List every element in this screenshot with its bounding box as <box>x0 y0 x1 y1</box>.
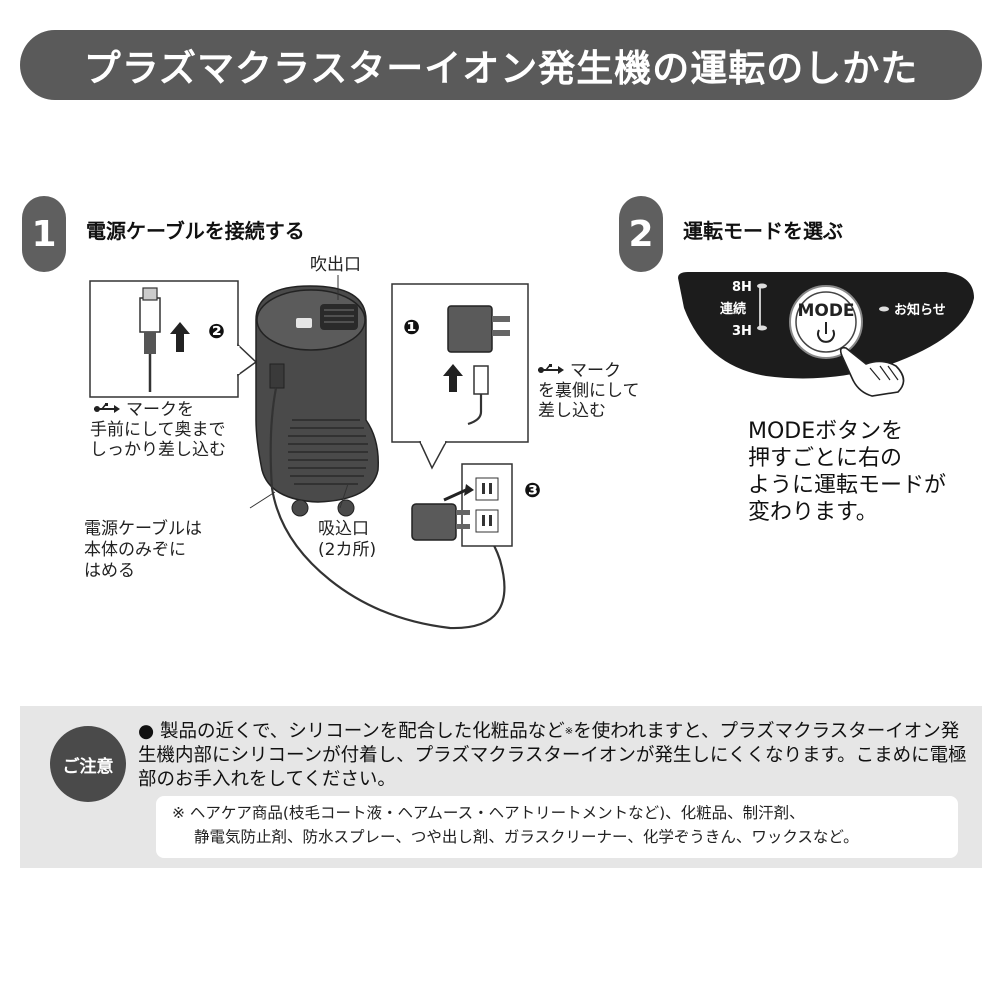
usb-insert-inset <box>89 280 258 398</box>
step-2-number: 2 <box>619 196 663 272</box>
marker-2: ❷ <box>208 319 225 343</box>
caution-text: ●製品の近くで、シリコーンを配合した化粧品など※を使われますと、プラズマクラスタ… <box>138 720 968 792</box>
caution-text-part-1: 製品の近くで、シリコーンを配合した化粧品など <box>160 721 565 742</box>
inset-left-line-3: しっかり差し込む <box>90 440 226 460</box>
step-2-title: 運転モードを選ぶ <box>683 219 843 243</box>
inlet-line-1: 吸込口 <box>318 519 369 539</box>
mode-control-panel: 8H 連続 3H MODE お知らせ <box>678 272 974 397</box>
usb-icon <box>94 403 120 413</box>
notice-label: お知らせ <box>894 302 946 318</box>
bullet-icon: ● <box>138 721 155 742</box>
mode-button[interactable]: MODE <box>789 285 863 359</box>
step-1-number: 1 <box>22 196 66 272</box>
footnote-line-1: ※ ヘアケア商品(枝毛コート液・ヘアムース・ヘアトリートメントなど)、化粧品、制… <box>172 804 805 822</box>
caution-text-part-2: を使われますと、プラズマクラスターイオン発生機内部にシリコーンが付着し、プラズマ… <box>138 721 967 790</box>
footnote-mark: ※ <box>564 726 574 737</box>
footnote-line-2: 静電気防止剤、防水スプレー、つや出し剤、ガラスクリーナー、化学ぞうきん、ワックス… <box>194 828 859 846</box>
inset-right-line-2: を裏側にして <box>538 381 640 401</box>
inset-left-line-2: 手前にして奥まで <box>90 420 226 440</box>
label-3h: 3H <box>732 324 752 339</box>
caution-panel: ご注意 ●製品の近くで、シリコーンを配合した化粧品など※を使われますと、プラズマ… <box>20 706 982 868</box>
wall-outlet <box>411 463 513 547</box>
label-continuous: 連続 <box>720 301 746 317</box>
groove-line-2: 本体のみぞに <box>84 540 186 560</box>
caution-footnote: ※ ヘアケア商品(枝毛コート液・ヘアムース・ヘアトリートメントなど)、化粧品、制… <box>156 796 958 858</box>
device-connection-illustration: ❷ <box>89 275 564 630</box>
mode-description-line-4: 変わります。 <box>748 500 878 525</box>
power-icon <box>817 322 835 343</box>
mode-description-line-1: MODEボタンを <box>748 419 904 444</box>
adapter-insert-inset <box>391 283 529 470</box>
mode-description: MODEボタンを 押すごとに右の ように運転モードが 変わります。 <box>748 418 946 526</box>
inlet-line-2: (2カ所) <box>318 540 377 560</box>
inset-left-line-1: マークを <box>126 400 194 420</box>
label-8h: 8H <box>732 280 752 295</box>
mode-description-line-2: 押すごとに右の <box>748 446 903 471</box>
inset-right-line-1: マーク <box>570 361 621 381</box>
caution-badge: ご注意 <box>50 726 126 802</box>
marker-3: ❸ <box>524 478 541 502</box>
mode-button-label: MODE <box>797 301 854 321</box>
inset-right-line-3: 差し込む <box>538 401 606 421</box>
step-1-title: 電源ケーブルを接続する <box>86 219 305 243</box>
groove-line-3: はめる <box>84 561 135 581</box>
pressing-hand-icon <box>839 346 905 397</box>
marker-1: ❶ <box>403 315 420 339</box>
usb-icon <box>538 364 564 374</box>
outlet-label: 吹出口 <box>310 255 361 275</box>
mode-description-line-3: ように運転モードが <box>748 473 947 498</box>
groove-line-1: 電源ケーブルは <box>84 519 202 539</box>
device-body <box>255 285 379 517</box>
page-title: プラズマクラスターイオン発生機の運転のしかた <box>20 30 982 100</box>
